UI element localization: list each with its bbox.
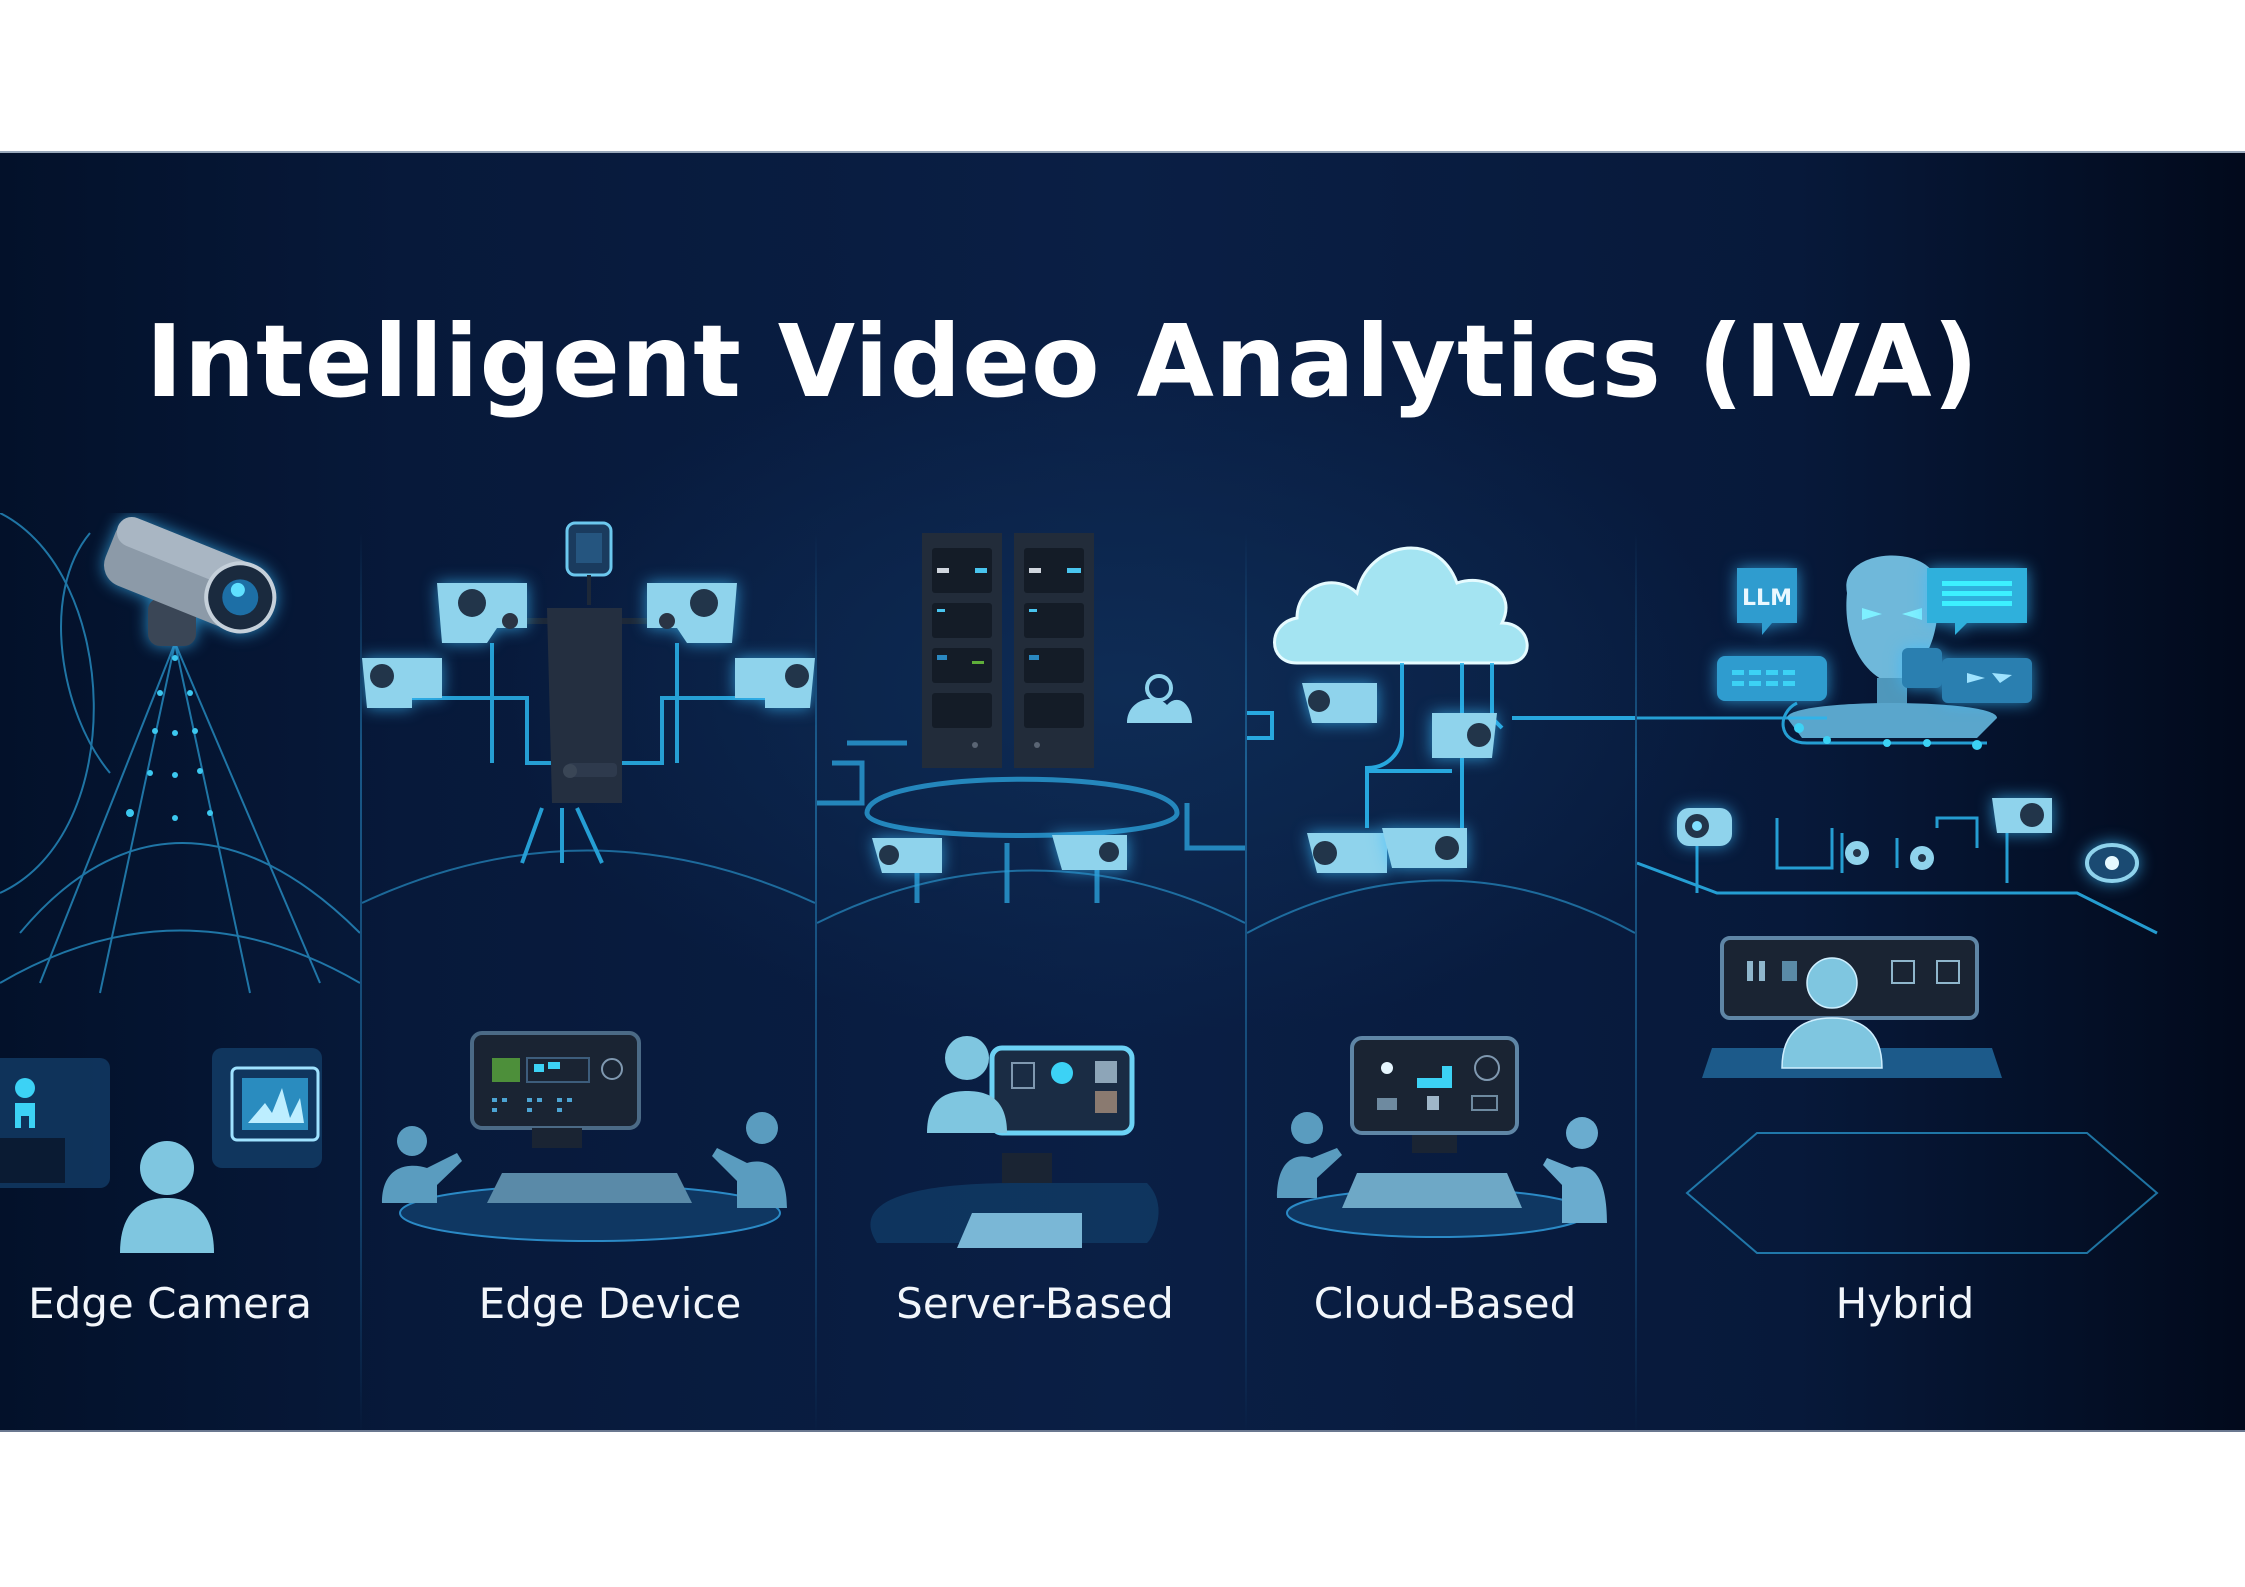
scan-dots-icon xyxy=(126,655,213,821)
camera-icon xyxy=(1432,713,1497,758)
edge-device-box-icon xyxy=(497,608,717,803)
antenna-display-icon xyxy=(565,521,613,605)
monitor-console-icon xyxy=(399,1031,781,1242)
panel-divider xyxy=(815,533,817,1430)
person-silhouette-icon xyxy=(712,1112,787,1208)
network-lines-icon xyxy=(1637,701,2158,935)
label-cloud-based: Cloud-Based xyxy=(1313,1279,1577,1328)
label-edge-device: Edge Device xyxy=(478,1279,742,1328)
person-silhouette-icon xyxy=(1277,1112,1342,1198)
camera-icon xyxy=(1992,798,2052,833)
cloud-lock-icon xyxy=(1127,674,1192,723)
chat-bubble-icon xyxy=(1927,568,2027,635)
person-silhouette-icon xyxy=(382,1126,462,1203)
camera-icon xyxy=(1052,835,1127,870)
camera-icon xyxy=(1307,833,1387,873)
camera-icon xyxy=(1677,808,1732,846)
monitor-console-icon xyxy=(1286,1036,1588,1238)
network-lines-icon xyxy=(407,643,772,864)
cloud-icon xyxy=(1273,546,1529,665)
eye-icon xyxy=(2085,843,2139,883)
panel-divider xyxy=(1245,533,1247,1430)
connection-dots-icon xyxy=(1794,723,1982,750)
iva-banner: Intelligent Video Analytics (IVA) xyxy=(0,151,2245,1432)
camera-icon xyxy=(1382,828,1467,868)
llm-badge: LLM xyxy=(1742,586,1792,611)
camera-icon xyxy=(437,583,527,643)
page-title: Intelligent Video Analytics (IVA) xyxy=(145,303,1980,420)
send-bubble-icon xyxy=(1902,648,2032,703)
server-rack-icon xyxy=(1014,533,1094,768)
person-silhouette-icon xyxy=(1781,957,1883,1069)
label-hybrid: Hybrid xyxy=(1835,1279,1975,1328)
dome-camera-icon xyxy=(1910,846,1934,870)
monitor-console-icon xyxy=(870,1045,1159,1248)
panel-hybrid: LLM xyxy=(1637,513,2245,1413)
dome-camera-icon xyxy=(1845,841,1869,865)
keyboard-bubble-icon xyxy=(1717,656,1827,701)
server-rack-icon xyxy=(922,533,1002,768)
label-server-based: Server-Based xyxy=(896,1279,1174,1328)
camera-icon xyxy=(362,658,442,708)
person-silhouette-icon xyxy=(927,1036,1007,1133)
camera-icon xyxy=(872,838,942,873)
panel-server-based xyxy=(817,513,1245,1413)
bullet-camera-icon xyxy=(103,516,277,646)
camera-icon xyxy=(1302,683,1377,723)
panel-cloud-based xyxy=(1247,513,1635,1413)
operator-person-icon xyxy=(120,1141,214,1253)
person-silhouette-icon xyxy=(1543,1117,1607,1223)
camera-icon xyxy=(647,583,737,643)
panel-edge-device xyxy=(362,513,815,1413)
label-edge-camera: Edge Camera xyxy=(28,1279,312,1328)
network-lines-icon xyxy=(0,513,360,994)
panel-divider xyxy=(360,533,362,1430)
analytics-chart-monitor-icon xyxy=(212,1048,322,1168)
panel-edge-camera xyxy=(0,513,360,1413)
panel-divider xyxy=(1635,533,1637,1430)
dual-monitor-icon xyxy=(1685,936,2159,1254)
person-alert-card-icon xyxy=(0,1058,110,1188)
llm-chat-bubble-icon: LLM xyxy=(1737,568,1797,635)
camera-icon xyxy=(735,658,815,708)
